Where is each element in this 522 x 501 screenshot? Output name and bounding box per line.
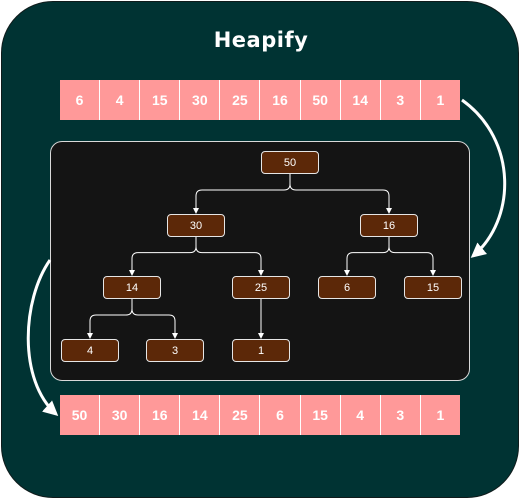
tree-edge (193, 174, 291, 214)
tree-edge (131, 299, 178, 339)
tree-edge (388, 237, 436, 276)
input-cell: 30 (180, 80, 221, 120)
input-cell: 16 (260, 80, 301, 120)
tree-to-output-arrow (26, 259, 59, 417)
tree-node-1: 1 (232, 339, 290, 362)
output-cell: 4 (340, 395, 381, 435)
output-cell: 6 (260, 395, 301, 435)
tree-node-30: 30 (167, 214, 225, 237)
tree-edge (195, 237, 264, 276)
output-cell: 15 (300, 395, 341, 435)
diagram-title: Heapify (213, 28, 309, 52)
output-cell: 30 (100, 395, 141, 435)
input-cell: 25 (220, 80, 261, 120)
tree-node-50: 50 (261, 151, 319, 174)
input-array: 6 4 15 30 25 16 50 14 3 1 (60, 80, 460, 120)
output-cell: 1 (420, 395, 460, 435)
tree-node-14: 14 (103, 276, 161, 299)
tree-node-16: 16 (360, 214, 418, 237)
tree-node-15: 15 (404, 276, 462, 299)
tree-edge (344, 237, 390, 276)
tree-node-4: 4 (61, 339, 119, 362)
output-array: 50 30 16 14 25 6 15 4 3 1 (60, 395, 460, 435)
input-cell: 6 (60, 80, 101, 120)
tree-edge (289, 174, 392, 214)
input-cell: 15 (140, 80, 181, 120)
tree-node-6: 6 (318, 276, 376, 299)
output-cell: 50 (60, 395, 101, 435)
input-to-tree-arrow (461, 98, 507, 258)
tree-node-25: 25 (232, 276, 290, 299)
tree-edge (129, 237, 197, 276)
input-cell: 4 (100, 80, 141, 120)
output-cell: 14 (180, 395, 221, 435)
tree-node-3: 3 (146, 339, 204, 362)
input-cell: 3 (380, 80, 421, 120)
output-cell: 16 (140, 395, 181, 435)
tree-edge (87, 299, 133, 339)
output-cell: 25 (220, 395, 261, 435)
input-cell: 50 (300, 80, 341, 120)
output-cell: 3 (380, 395, 421, 435)
input-cell: 1 (420, 80, 460, 120)
input-cell: 14 (340, 80, 381, 120)
